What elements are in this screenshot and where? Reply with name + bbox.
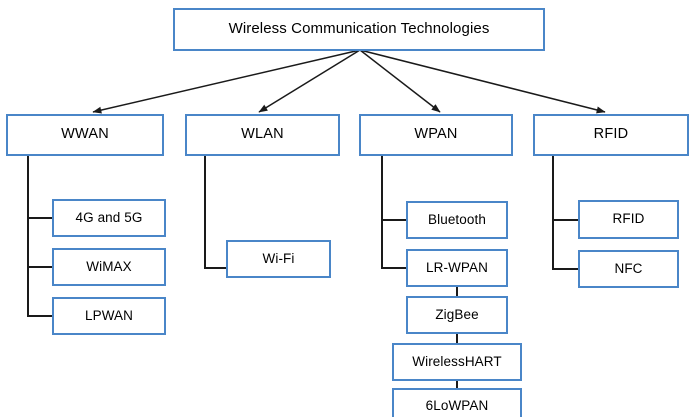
wlan-connector-group [204, 154, 227, 269]
node-category-wwan[interactable]: WWAN [6, 114, 164, 156]
node-leaf-wimax[interactable]: WiMAX [52, 248, 166, 286]
node-leaf-6lowpan-label: 6LoWPAN [425, 397, 489, 413]
node-category-wwan-label: WWAN [61, 126, 109, 143]
root-arrow-group [92, 49, 606, 114]
node-leaf-bluetooth[interactable]: Bluetooth [406, 201, 508, 239]
node-leaf-zigbee[interactable]: ZigBee [406, 296, 508, 334]
node-leaf-4g-and-5g-label: 4G and 5G [75, 209, 143, 225]
node-root-wireless-communication-technologies[interactable]: Wireless Communication Technologies [173, 8, 545, 51]
node-category-wpan-label: WPAN [414, 126, 458, 143]
node-leaf-rfid-label: RFID [612, 211, 645, 227]
node-leaf-wirelesshart[interactable]: WirelessHART [392, 343, 522, 381]
node-category-rfid-label: RFID [593, 126, 629, 143]
node-leaf-lr-wpan-label: LR-WPAN [426, 259, 488, 275]
node-leaf-zigbee-label: ZigBee [435, 306, 479, 322]
node-leaf-wi-fi[interactable]: Wi-Fi [226, 240, 331, 278]
node-leaf-bluetooth-label: Bluetooth [428, 211, 486, 227]
arrow-root-to-rfid [359, 49, 606, 114]
node-leaf-rfid[interactable]: RFID [578, 200, 679, 239]
node-leaf-nfc[interactable]: NFC [578, 250, 679, 288]
wwan-connector-group [27, 154, 53, 317]
arrow-root-to-wwan [92, 49, 361, 114]
node-leaf-wimax-label: WiMAX [86, 258, 132, 274]
node-leaf-wirelesshart-label: WirelessHART [412, 353, 502, 369]
node-leaf-lpwan-label: LPWAN [84, 307, 133, 323]
node-leaf-nfc-label: NFC [614, 260, 643, 276]
node-root-label: Wireless Communication Technologies [228, 20, 490, 38]
wlan-trunk-to-wifi [204, 154, 227, 269]
node-category-wpan[interactable]: WPAN [359, 114, 513, 156]
node-leaf-6lowpan[interactable]: 6LoWPAN [392, 388, 522, 417]
node-category-rfid[interactable]: RFID [533, 114, 689, 156]
node-leaf-lr-wpan[interactable]: LR-WPAN [406, 249, 508, 287]
node-leaf-4g-and-5g[interactable]: 4G and 5G [52, 199, 166, 237]
node-category-wlan[interactable]: WLAN [185, 114, 340, 156]
node-leaf-lpwan[interactable]: LPWAN [52, 297, 166, 335]
node-leaf-wi-fi-label: Wi-Fi [262, 250, 295, 266]
node-category-wlan-label: WLAN [241, 126, 284, 143]
arrow-root-to-wpan [359, 49, 441, 113]
rfid-connector-group [552, 154, 579, 270]
arrow-root-to-wlan [258, 49, 361, 113]
